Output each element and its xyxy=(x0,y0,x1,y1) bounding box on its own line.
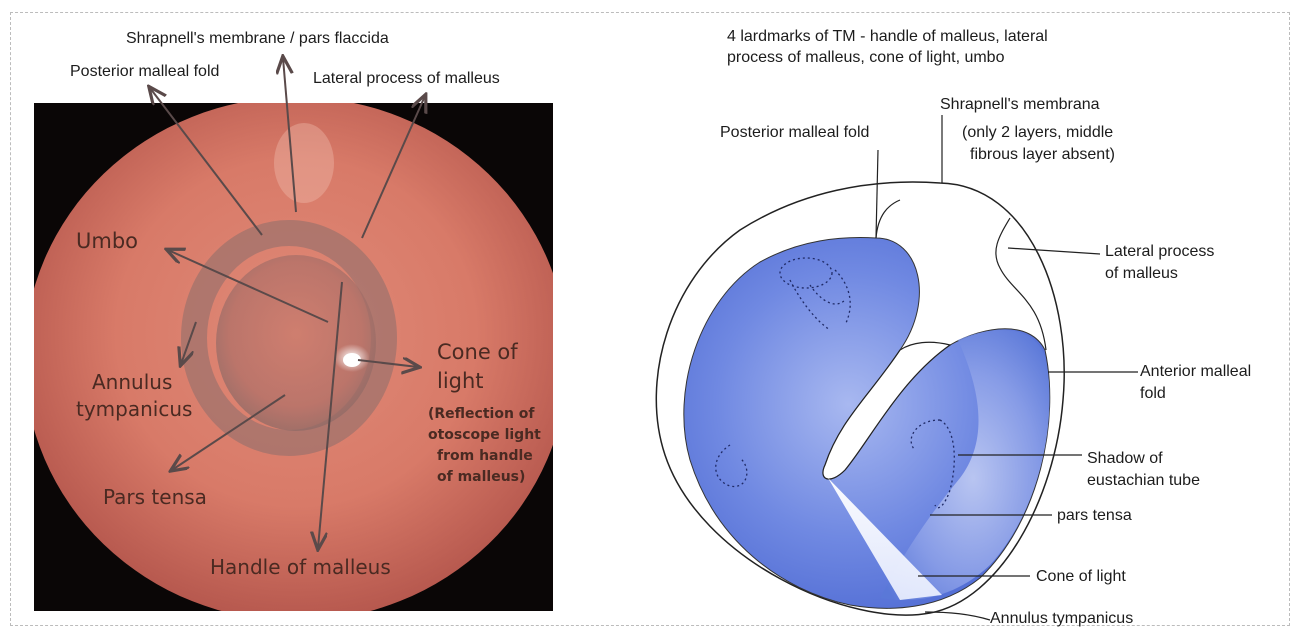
label-pars-tensa-diagram: pars tensa xyxy=(1057,507,1132,525)
label-lateral-process-line1: Lateral process xyxy=(1105,243,1214,261)
label-lateral-process-line2: of malleus xyxy=(1105,265,1178,283)
label-shrapnell-membrana: Shrapnell's membrana xyxy=(940,96,1100,114)
label-shrapnell-note-line2: fibrous layer absent) xyxy=(970,146,1115,164)
label-posterior-malleal-fold-diagram: Posterior malleal fold xyxy=(720,124,869,142)
label-annulus-tympanicus-diagram: Annulus tympanicus xyxy=(990,610,1133,628)
label-anterior-fold-line1: Anterior malleal xyxy=(1140,363,1251,381)
label-anterior-fold-line2: fold xyxy=(1140,385,1166,403)
label-shadow-line1: Shadow of xyxy=(1087,450,1163,468)
right-heading-line2: process of malleus, cone of light, umbo xyxy=(727,49,1004,67)
leader-annulus xyxy=(925,612,990,620)
label-shadow-line2: eustachian tube xyxy=(1087,472,1200,490)
label-cone-of-light-diagram: Cone of light xyxy=(1036,568,1126,586)
label-shrapnell-note-line1: (only 2 layers, middle xyxy=(962,124,1113,142)
right-heading-line1: 4 lardmarks of TM - handle of malleus, l… xyxy=(727,28,1048,46)
